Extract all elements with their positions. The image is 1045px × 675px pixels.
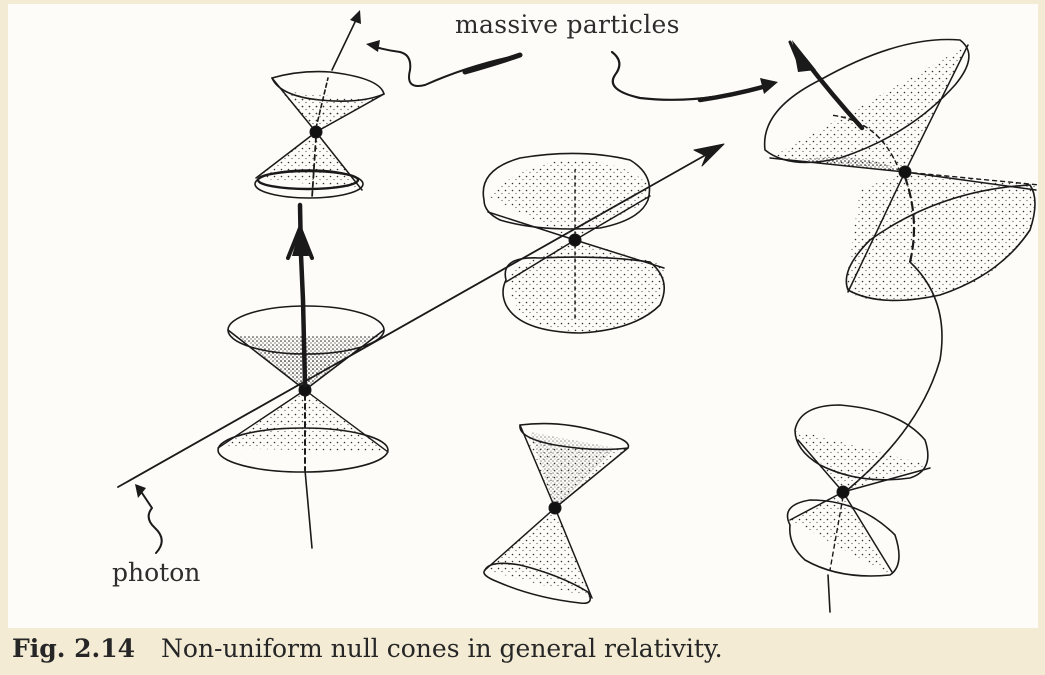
worldline-b-up <box>332 20 356 70</box>
pointer-photon-squiggle <box>140 490 162 553</box>
label-photon: photon <box>112 558 200 587</box>
caption-figure-number: Fig. 2.14 <box>12 634 135 663</box>
null-cone-e <box>765 40 1040 301</box>
label-massive-particles: massive particles <box>455 10 680 39</box>
photon-worldline-arrowhead <box>694 144 724 166</box>
worldline-f-lower <box>828 575 830 612</box>
null-cone-d <box>484 424 629 604</box>
worldline-a-lower <box>305 470 312 548</box>
pointer-left-squiggle <box>372 46 520 86</box>
null-cone-f <box>788 405 931 576</box>
caption-text: Non-uniform null cones in general relati… <box>161 634 723 663</box>
figure-caption: Fig. 2.14 Non-uniform null cones in gener… <box>12 634 723 663</box>
null-cone-c <box>483 153 664 333</box>
null-cone-b <box>255 72 384 198</box>
